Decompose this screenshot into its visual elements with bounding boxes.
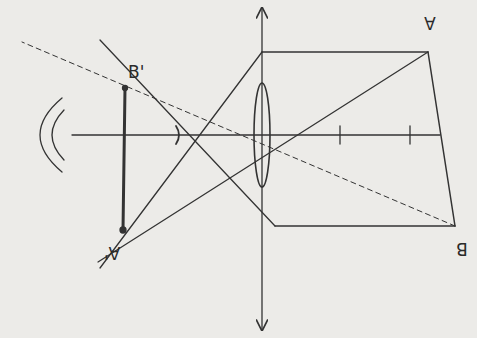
image-arrow (123, 88, 125, 230)
point (120, 227, 126, 233)
principal-axis (72, 134, 440, 135)
ray (100, 40, 275, 226)
ray (275, 225, 455, 226)
eye-symbol (52, 110, 64, 160)
construction-line (22, 42, 455, 226)
lens-axis (261, 8, 262, 330)
point-label: A (424, 14, 436, 31)
point-label: A' (104, 244, 120, 261)
focal-point (176, 126, 179, 144)
lens (254, 83, 270, 187)
eye-symbol (40, 98, 62, 172)
point-label: B (456, 240, 468, 257)
focal-tick (339, 126, 340, 144)
point (123, 86, 128, 91)
focal-tick (409, 126, 410, 144)
ray (100, 52, 262, 268)
ray (262, 51, 428, 52)
ray (98, 52, 428, 262)
point-label: B' (128, 64, 144, 81)
object-arrow (428, 52, 455, 226)
